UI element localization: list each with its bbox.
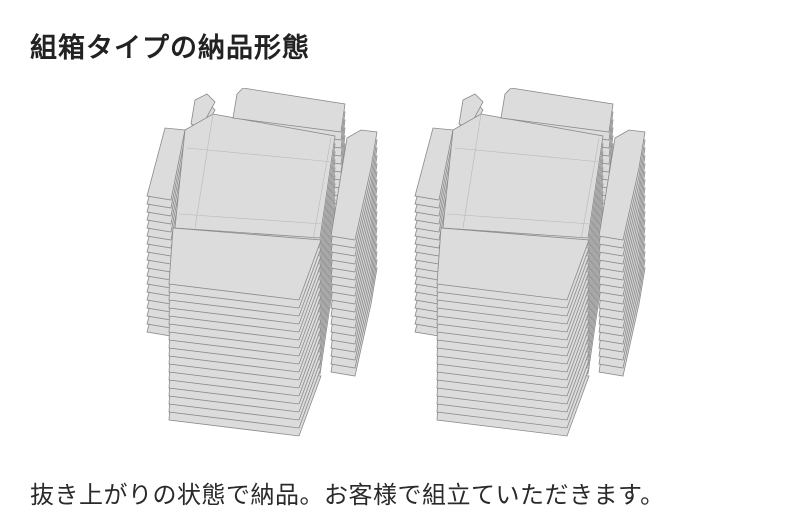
- page-title: 組箱タイプの納品形態: [30, 33, 310, 64]
- box-blank-illustration: [0, 80, 788, 450]
- flat-box-stack-left: [135, 87, 395, 438]
- flat-box-stack-icon: [146, 87, 378, 437]
- flat-box-stack-right: [403, 87, 663, 438]
- caption-text: 抜き上がりの状態で納品。お客様で組立ていただきます。: [30, 481, 665, 509]
- stack-layers: [414, 87, 646, 437]
- stack-layers: [146, 87, 378, 437]
- flat-box-stack-icon: [414, 87, 646, 437]
